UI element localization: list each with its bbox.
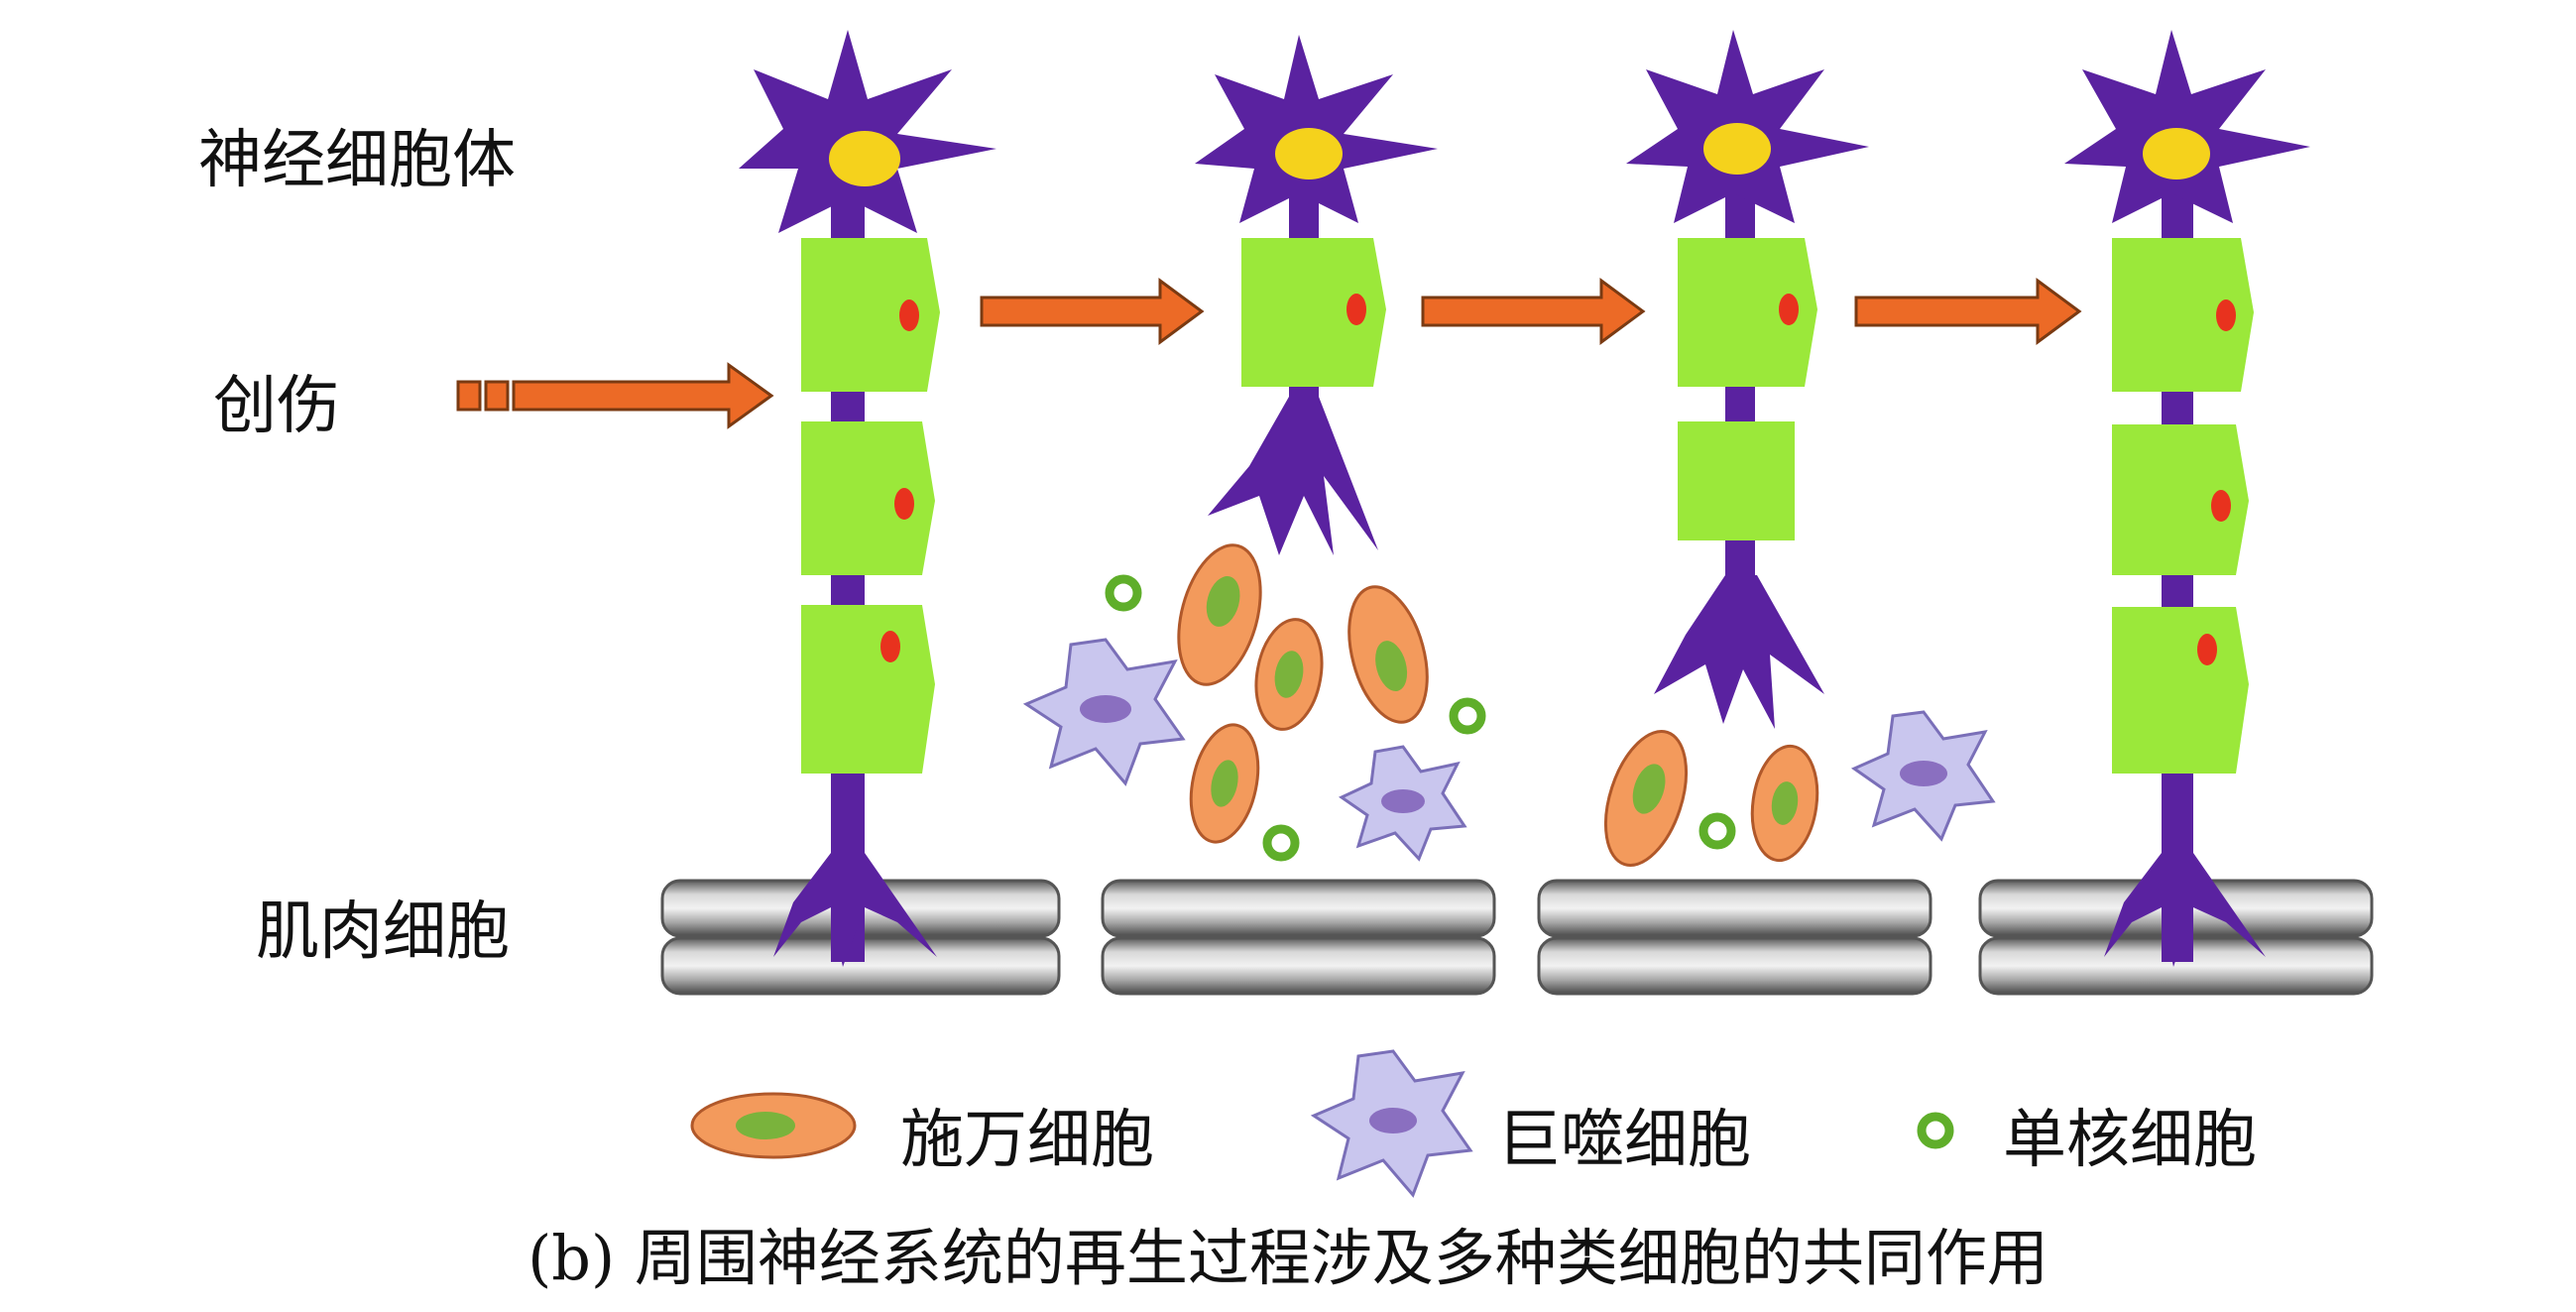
muscle-cell-label: 肌肉细胞 <box>256 895 510 969</box>
cell-body-label: 神经细胞体 <box>198 124 516 197</box>
neuron-stage-2 <box>1195 35 1438 555</box>
monocyte-icon <box>1917 1112 1954 1149</box>
neuron-stage-4 <box>2064 30 2310 967</box>
legend-label-schwann: 施万细胞 <box>900 1104 1154 1177</box>
neuron-stage-3 <box>1626 30 1869 729</box>
schwann-sheaths <box>801 238 940 774</box>
stage-arrow-3 <box>1854 278 2082 345</box>
legend-label-monocyte: 单核细胞 <box>2003 1104 2257 1177</box>
neuron-nucleus <box>829 131 900 186</box>
macrophages-scattered <box>1022 638 1996 862</box>
figure-caption: (b) 周围神经系统的再生过程涉及多种类细胞的共同作用 <box>527 1222 2049 1294</box>
schwann-cell-icon <box>690 1092 857 1159</box>
muscle-bundle-3 <box>1537 879 1932 996</box>
monocytes-scattered <box>1105 574 1736 862</box>
schwann-cells-scattered <box>1177 543 1819 867</box>
stage-arrow-2 <box>1421 278 1646 345</box>
neuron-stage-1 <box>739 30 996 967</box>
muscle-bundle-1 <box>660 879 1061 996</box>
nerve-terminal <box>773 853 937 967</box>
legend-label-macrophage: 巨噬细胞 <box>1497 1104 1751 1177</box>
injury-label: 创伤 <box>213 370 340 443</box>
muscle-bundle-2 <box>1101 879 1496 996</box>
injury-arrow <box>456 362 774 429</box>
retracted-terminal <box>1208 397 1378 555</box>
stage-arrow-1 <box>980 278 1205 345</box>
macrophage-icon <box>1310 1049 1473 1198</box>
